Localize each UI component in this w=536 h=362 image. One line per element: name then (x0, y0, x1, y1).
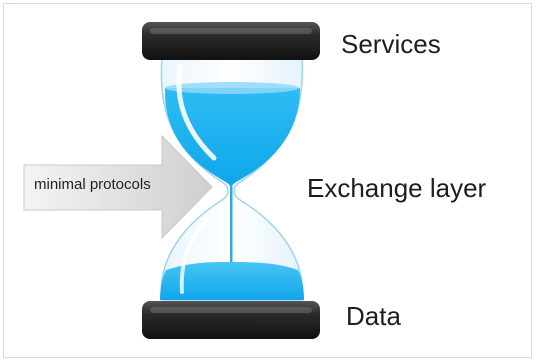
sand-bottom (160, 262, 304, 300)
exchange-layer-label: Exchange layer (307, 173, 487, 203)
glass-highlight-lower (179, 212, 214, 294)
hourglass-bottom-cap (142, 301, 320, 339)
sand-top (164, 88, 300, 188)
sand-stream (230, 186, 233, 270)
data-label: Data (346, 301, 401, 331)
services-label: Services (341, 29, 441, 59)
glass-highlight (176, 63, 217, 161)
hourglass-top-cap (142, 22, 320, 60)
top-cap-shine (150, 28, 312, 34)
bottom-cap-shine (150, 307, 312, 313)
sand-top-surface (165, 82, 299, 94)
minimal-protocols-arrow (23, 134, 213, 240)
arrow-label: minimal protocols (34, 176, 151, 193)
